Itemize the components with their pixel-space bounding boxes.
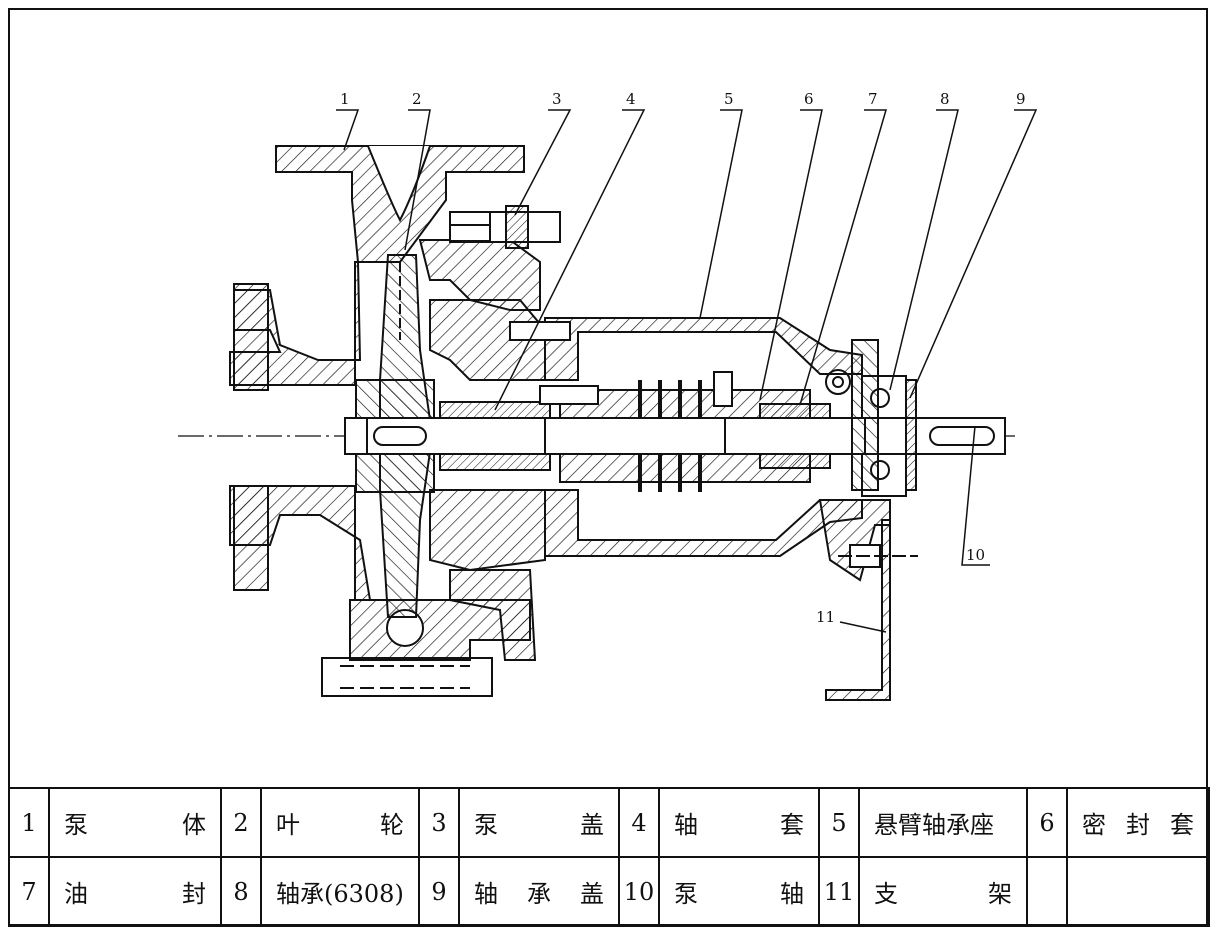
- part-number: 11: [818, 856, 860, 927]
- part-number: 9: [418, 856, 460, 927]
- part-name-text: 盖: [580, 811, 604, 839]
- part-name: 油封: [48, 856, 222, 927]
- callout-11: 11: [816, 608, 835, 626]
- part-name-text: 轮: [380, 811, 404, 839]
- callout-3: 3: [552, 90, 562, 108]
- part-name: 泵盖: [458, 787, 620, 858]
- callout-7: 7: [868, 90, 878, 108]
- part-name: 密封套: [1066, 787, 1210, 858]
- part-number: 2: [220, 787, 262, 858]
- callout-5: 5: [724, 90, 734, 108]
- callout-10: 10: [966, 546, 985, 564]
- pump-body: [229, 145, 531, 697]
- callout-9: 9: [1016, 90, 1026, 108]
- part-name-text: 套: [780, 811, 804, 839]
- part-name-text: 封: [1126, 811, 1150, 839]
- part-number: [1026, 856, 1068, 927]
- part-number: 5: [818, 787, 860, 858]
- part-name-text: 密: [1082, 811, 1106, 839]
- bearing-cover: [905, 379, 917, 491]
- part-name-text: 支: [874, 880, 898, 908]
- part-name-text: 封: [182, 880, 206, 908]
- part-name-text: 轴: [474, 880, 498, 908]
- callout-4: 4: [626, 90, 636, 108]
- part-number: 3: [418, 787, 460, 858]
- pump-cover: [418, 205, 561, 661]
- part-name: 轴套: [658, 787, 820, 858]
- part-name-text: 悬臂轴承座: [874, 811, 994, 839]
- oil-seal: [759, 403, 831, 469]
- part-name-text: 轴: [780, 880, 804, 908]
- callout-1: 1: [340, 90, 350, 108]
- part-name-text: 泵: [674, 880, 698, 908]
- callout-8: 8: [940, 90, 950, 108]
- part-number: 6: [1026, 787, 1068, 858]
- part-name-text: 泵: [474, 811, 498, 839]
- part-name: 泵体: [48, 787, 222, 858]
- part-name-text: 套: [1170, 811, 1194, 839]
- part-name-text: 叶: [276, 811, 300, 839]
- part-name: 轴承(6308): [260, 856, 420, 927]
- part-name: 泵轴: [658, 856, 820, 927]
- part-number: 8: [220, 856, 262, 927]
- part-name-text: 轴承(6308): [276, 880, 404, 908]
- part-name-text: 承: [527, 880, 551, 908]
- part-number: 10: [618, 856, 660, 927]
- callout-6: 6: [804, 90, 814, 108]
- part-name: 叶轮: [260, 787, 420, 858]
- callout-2: 2: [412, 90, 422, 108]
- bearing-bracket: [544, 317, 891, 582]
- support-bracket: [825, 519, 918, 701]
- part-name-text: 盖: [580, 880, 604, 908]
- part-name: 悬臂轴承座: [858, 787, 1028, 858]
- part-number: 7: [8, 856, 50, 927]
- part-name: 轴承盖: [458, 856, 620, 927]
- part-name-text: 架: [988, 880, 1012, 908]
- part-name-text: 体: [182, 811, 206, 839]
- part-number: 1: [8, 787, 50, 858]
- part-name-text: 轴: [674, 811, 698, 839]
- part-name-text: 泵: [64, 811, 88, 839]
- part-name: 支架: [858, 856, 1028, 927]
- part-name: [1066, 856, 1210, 927]
- part-name-text: 油: [64, 880, 88, 908]
- part-number: 4: [618, 787, 660, 858]
